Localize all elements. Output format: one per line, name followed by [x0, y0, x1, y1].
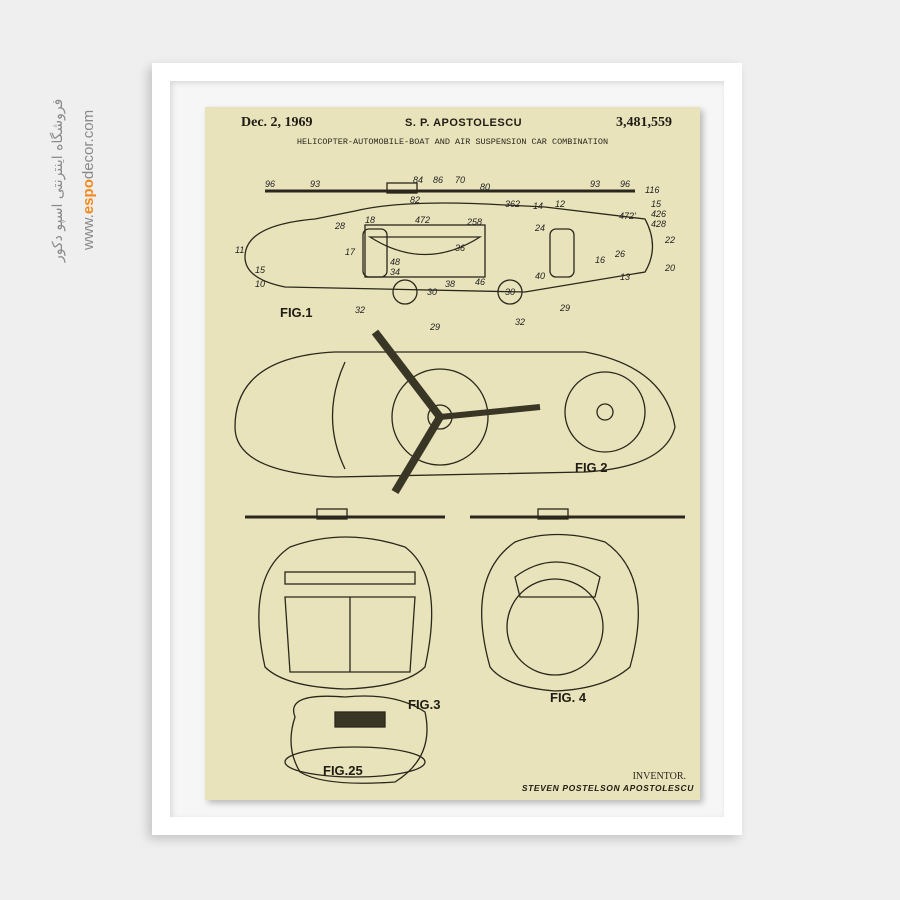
reference-numeral: 96: [265, 179, 276, 189]
reference-numeral: 472': [619, 211, 636, 221]
reference-numeral: 46: [475, 277, 486, 287]
fig4-rear-view: [470, 508, 685, 692]
reference-numeral: 29: [430, 322, 441, 332]
reference-numeral: 22: [665, 235, 676, 245]
reference-numeral: 28: [335, 221, 346, 231]
reference-numeral: 362: [505, 199, 521, 209]
reference-numeral: 20: [665, 263, 676, 273]
watermark-url: www.espodecor.com: [80, 109, 97, 250]
fig2-top-view: [234, 329, 676, 495]
patent-number: 3,481,559: [616, 115, 672, 130]
reference-numeral: 30: [505, 287, 516, 297]
patent-date: Dec. 2, 1969: [241, 115, 313, 130]
reference-numeral: 48: [390, 257, 401, 267]
reference-numeral: 472: [415, 215, 431, 225]
reference-numeral: 13: [620, 272, 631, 282]
fig2-label: FIG 2: [575, 460, 608, 475]
fig1-label: FIG.1: [280, 305, 313, 320]
reference-numeral: 15: [651, 199, 662, 209]
reference-numeral: 32: [515, 317, 526, 327]
reference-numeral: 116: [645, 185, 660, 195]
reference-numeral: 34: [390, 267, 401, 277]
reference-numeral: 24: [535, 223, 546, 233]
reference-numeral: 70: [455, 175, 466, 185]
fig4-label: FIG. 4: [550, 690, 587, 705]
reference-numeral: 17: [345, 247, 356, 257]
reference-numeral: 32: [355, 305, 366, 315]
watermark-persian-text: فروشگاه اینترنتی اسپو دکور: [50, 98, 66, 262]
reference-numeral: 29: [560, 303, 571, 313]
reference-numeral: 86: [433, 175, 444, 185]
reference-numeral: 11: [235, 245, 245, 255]
reference-numeral: 30: [427, 287, 438, 297]
reference-numeral: 93: [310, 179, 321, 189]
reference-numeral: 10: [255, 279, 266, 289]
reference-numeral: 80: [480, 182, 491, 192]
fig3-label: FIG.3: [408, 697, 441, 712]
reference-numeral: 14: [533, 201, 544, 211]
reference-numeral: 426: [651, 209, 667, 219]
fig1-side-view: [244, 182, 654, 305]
reference-numeral: 12: [555, 199, 566, 209]
inventor-label: INVENTOR.: [632, 771, 686, 782]
patent-drawings: [234, 182, 685, 784]
reference-numeral: 84: [413, 175, 424, 185]
reference-numeral: 258: [467, 217, 483, 227]
fig25-label: FIG.25: [323, 763, 363, 778]
patent-inventor-header: S. P. APOSTOLESCU: [405, 117, 523, 129]
reference-numeral: 93: [590, 179, 601, 189]
patent-title: HELICOPTER-AUTOMOBILE-BOAT AND AIR SUSPE…: [296, 137, 609, 147]
reference-numeral: 82: [410, 195, 421, 205]
reference-numeral: 15: [255, 265, 266, 275]
reference-numeral: 96: [620, 179, 631, 189]
fig3-front-view: [245, 508, 445, 690]
patent-print: Dec. 2, 1969 S. P. APOSTOLESCU 3,481,559…: [205, 107, 700, 800]
reference-numeral: 428: [651, 219, 667, 229]
reference-numeral: 26: [615, 249, 626, 259]
reference-numeral: 36: [455, 243, 466, 253]
reference-numeral: 38: [445, 279, 456, 289]
reference-numeral: 40: [535, 271, 546, 281]
inventor-signature-name: STEVEN POSTELSON APOSTOLESCU: [521, 783, 694, 793]
reference-numeral: 18: [365, 215, 376, 225]
fig25-detail: [284, 695, 428, 784]
reference-numeral: 16: [595, 255, 606, 265]
